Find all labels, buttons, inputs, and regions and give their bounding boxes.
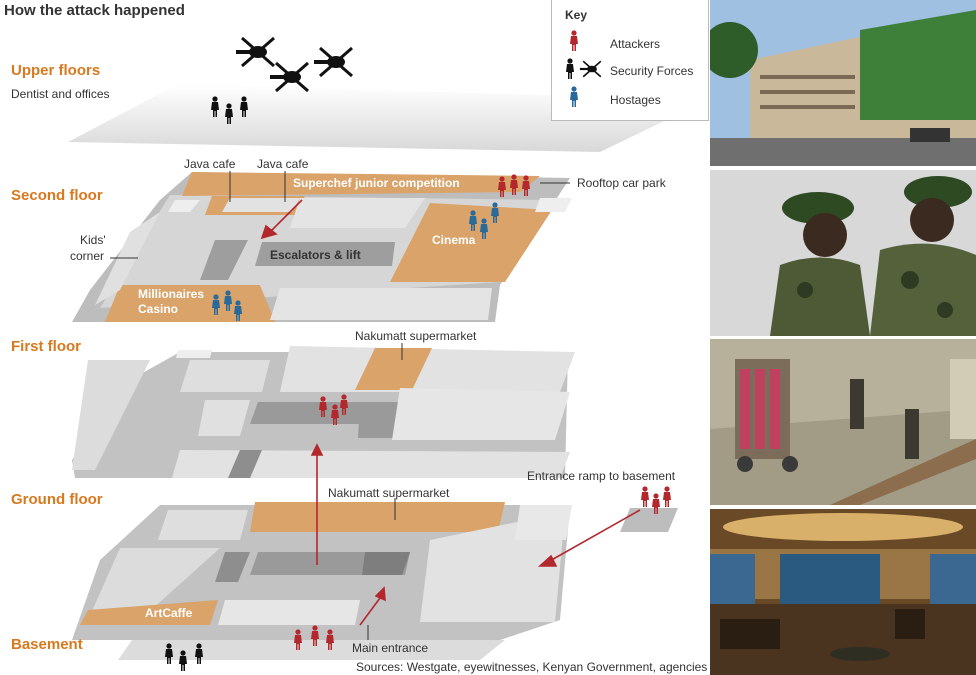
- upper-floors-desc: Dentist and offices: [11, 87, 110, 101]
- label-cinema: Cinema: [432, 233, 476, 247]
- key-legend: Key Attackers Security Forces Hostages: [551, 0, 709, 121]
- label-java-cafe-2: Java cafe: [257, 157, 309, 171]
- page-title: How the attack happened: [4, 2, 185, 19]
- key-title: Key: [565, 8, 588, 22]
- label-artcaffe: ArtCaffe: [145, 606, 193, 620]
- nakumatt-first-area: [355, 348, 432, 390]
- floor-label-basement: Basement: [11, 636, 83, 653]
- photo-mall-interior: [710, 509, 976, 675]
- photo-cctv-mall: [710, 339, 976, 505]
- label-nakumatt-ground: Nakumatt supermarket: [328, 486, 450, 500]
- label-java-cafe-1: Java cafe: [184, 157, 236, 171]
- entrance-ramp: [620, 508, 678, 532]
- second-floor-plan: [72, 172, 572, 322]
- label-escalators: Escalators & lift: [270, 248, 361, 262]
- first-floor-plan: [72, 346, 575, 478]
- superchef-area: [182, 172, 540, 196]
- security-forces-icon: [566, 58, 602, 79]
- photo-mall-exterior: [710, 0, 976, 166]
- floor-label-second: Second floor: [11, 187, 103, 204]
- artcaffe-area: [80, 600, 218, 625]
- label-nakumatt-first: Nakumatt supermarket: [355, 329, 477, 343]
- label-main-entrance: Main entrance: [352, 641, 429, 655]
- label-casino-1: Millionaires: [138, 287, 205, 301]
- key-attackers-label: Attackers: [610, 37, 661, 51]
- casino-area: [105, 285, 275, 322]
- upper-floors-slab: [68, 84, 708, 152]
- helicopters: [234, 36, 354, 93]
- floor-label-upper: Upper floors: [11, 62, 101, 79]
- key-hostages-label: Hostages: [610, 93, 661, 107]
- nakumatt-ground-area: [250, 502, 505, 532]
- hostage-icon: [570, 86, 578, 107]
- floor-label-ground: Ground floor: [11, 491, 103, 508]
- sources-note: Sources: Westgate, eyewitnesses, Kenyan …: [356, 660, 708, 674]
- label-rooftop: Rooftop car park: [577, 176, 666, 190]
- key-security-label: Security Forces: [610, 64, 694, 78]
- label-entrance-ramp: Entrance ramp to basement: [527, 469, 676, 483]
- label-superchef: Superchef junior competition: [293, 176, 460, 190]
- floor-label-first: First floor: [11, 338, 81, 355]
- mall-diagram: [68, 36, 708, 671]
- basement-slab: [118, 640, 505, 660]
- label-kids-corner-1: Kids': [80, 233, 106, 247]
- attacker-icon: [570, 30, 578, 51]
- cinema-area: [390, 203, 552, 282]
- label-casino-2: Casino: [138, 302, 179, 316]
- photo-soldiers: [710, 170, 976, 336]
- ground-floor-plan: [72, 502, 572, 640]
- label-kids-corner-2: corner: [70, 249, 105, 263]
